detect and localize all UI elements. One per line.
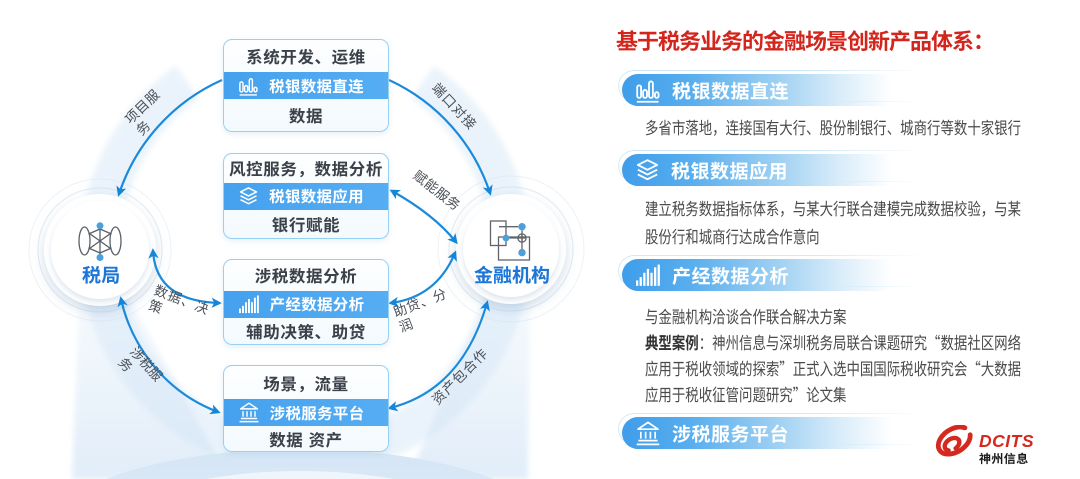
- svg-text:DCITS: DCITS: [979, 431, 1034, 451]
- svg-text:神州信息: 神州信息: [979, 450, 1029, 467]
